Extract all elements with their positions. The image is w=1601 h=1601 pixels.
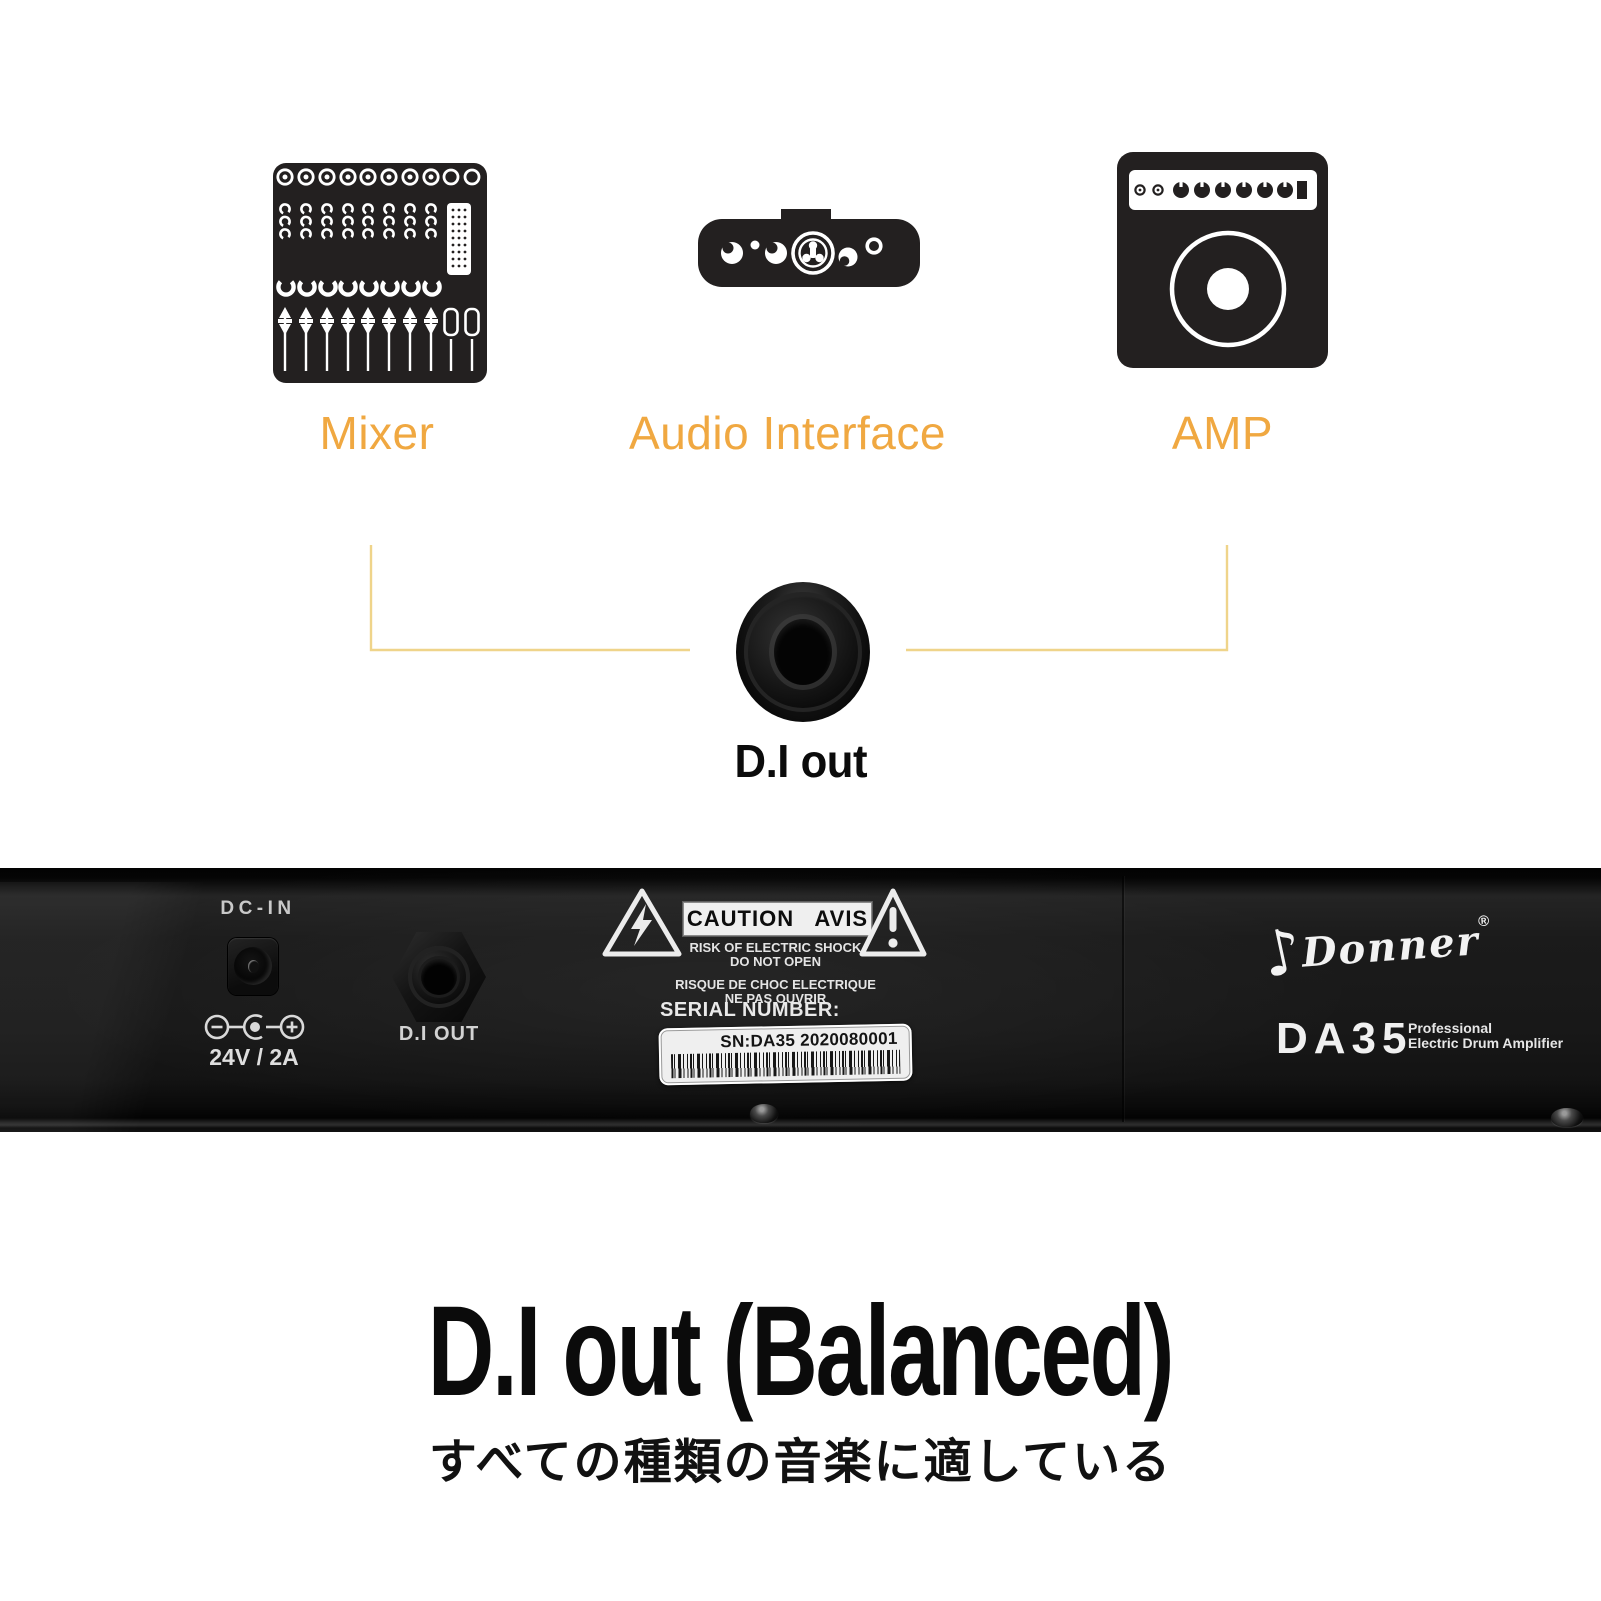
- warning-line-3: RISQUE DE CHOC ELECTRIQUE: [675, 977, 876, 992]
- warning-text-block: RISK OF ELECTRIC SHOCK DO NOT OPEN RISQU…: [628, 941, 923, 1006]
- panel-seam: [1122, 876, 1124, 1122]
- exclamation-triangle-icon: [859, 888, 927, 957]
- jack-hole: [774, 619, 832, 685]
- connector-bracket: [369, 545, 1229, 652]
- registered-mark: ®: [1477, 912, 1490, 931]
- brand-name: Donner: [1300, 917, 1482, 977]
- quarter-inch-jack-photo: [736, 582, 870, 722]
- device-label-audio-interface: Audio Interface: [629, 407, 946, 459]
- caution-avis-box: CAUTION AVIS: [683, 902, 872, 936]
- panel-screw-center: [750, 1104, 778, 1123]
- page-title: D.I out (Balanced): [428, 1280, 1175, 1423]
- serial-number-sticker: SN:DA35 2020080001: [658, 1023, 913, 1086]
- serial-number-heading: SERIAL NUMBER:: [660, 999, 840, 1021]
- di-out-jack-hole: [421, 959, 457, 995]
- warning-line-1: RISK OF ELECTRIC SHOCK: [689, 940, 862, 955]
- audio-interface-icon: [698, 209, 920, 287]
- warning-line-2: DO NOT OPEN: [729, 954, 821, 969]
- mixer-icon: [273, 163, 487, 383]
- model-tagline: Professional Electric Drum Amplifier: [1408, 1021, 1563, 1051]
- device-label-mixer: Mixer: [319, 407, 435, 459]
- dc-jack-pin: [248, 960, 259, 973]
- warning-line-4: NE PAS OUVRIR: [724, 991, 827, 1006]
- model-number: DA35: [1276, 1014, 1413, 1063]
- lightning-triangle-icon: [602, 888, 682, 957]
- tagline-line-1: Professional: [1408, 1020, 1493, 1036]
- device-label-amp: AMP: [1171, 407, 1274, 459]
- panel-screw-right: [1551, 1108, 1583, 1127]
- donner-logo: ♪Donner®: [1255, 892, 1505, 1001]
- power-spec-label: 24V / 2A: [209, 1044, 299, 1070]
- dc-in-jack: [228, 938, 278, 995]
- serial-number-value: SN:DA35 2020080001: [720, 1028, 898, 1052]
- dc-in-label: DC-IN: [220, 898, 296, 919]
- music-note-icon: ♪: [1254, 912, 1309, 993]
- di-out-label: D.I OUT: [398, 1023, 480, 1045]
- di-out-caption: D.I out: [734, 735, 867, 787]
- rear-panel-photo: DC-IN 24V / 2A D.I OUT: [0, 868, 1601, 1132]
- page-subtitle-japanese: すべての種類の音楽に適している: [428, 1436, 1173, 1489]
- tagline-line-2: Electric Drum Amplifier: [1408, 1035, 1564, 1051]
- amp-icon: [1117, 152, 1328, 368]
- serial-barcode: [670, 1049, 901, 1079]
- power-polarity-icon: [204, 1014, 305, 1040]
- dc-jack-face: [234, 947, 272, 985]
